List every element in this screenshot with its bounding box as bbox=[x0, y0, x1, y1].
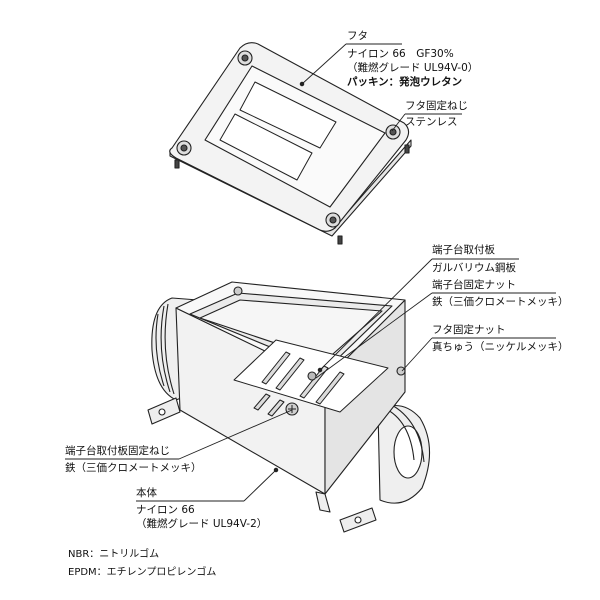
terminal-nut-material: 鉄（三価クロメートメッキ） bbox=[432, 296, 569, 308]
legend-epdm: EPDM：エチレンプロピレンゴム bbox=[68, 567, 217, 578]
plate-screw-title: 端子台取付板固定ねじ bbox=[65, 445, 170, 457]
terminal-nut-title: 端子台固定ナット bbox=[432, 279, 516, 291]
terminal-nut bbox=[307, 371, 317, 381]
lid-screw-title: フタ固定ねじ bbox=[405, 100, 468, 112]
lid-drawing bbox=[169, 42, 412, 245]
plate-screw-material: 鉄（三価クロメートメッキ） bbox=[65, 462, 202, 474]
leader-lines bbox=[65, 43, 556, 502]
lid-title: フタ bbox=[347, 30, 368, 42]
body-grade: （難燃グレード UL94V-2） bbox=[136, 518, 268, 530]
lid-nut-title: フタ固定ナット bbox=[432, 324, 506, 336]
lid-material: ナイロン 66 GF30% bbox=[347, 48, 454, 60]
terminal-plate-material: ガルバリウム鋼板 bbox=[432, 262, 516, 274]
body-drawing bbox=[147, 281, 431, 533]
lid-nut-material: 真ちゅう（ニッケルメッキ） bbox=[432, 341, 569, 353]
right-conduit-hub bbox=[377, 403, 431, 504]
body-title: 本体 bbox=[136, 487, 157, 499]
lid-screw-material: ステンレス bbox=[405, 116, 458, 128]
legend-nbr: NBR：ニトリルゴム bbox=[68, 549, 160, 560]
body-material: ナイロン 66 bbox=[136, 504, 195, 516]
terminal-plate-title: 端子台取付板 bbox=[432, 244, 495, 256]
lid-gasket: パッキン：発泡ウレタン bbox=[347, 76, 463, 88]
lid-grade: （難燃グレード UL94V-0） bbox=[347, 62, 479, 74]
